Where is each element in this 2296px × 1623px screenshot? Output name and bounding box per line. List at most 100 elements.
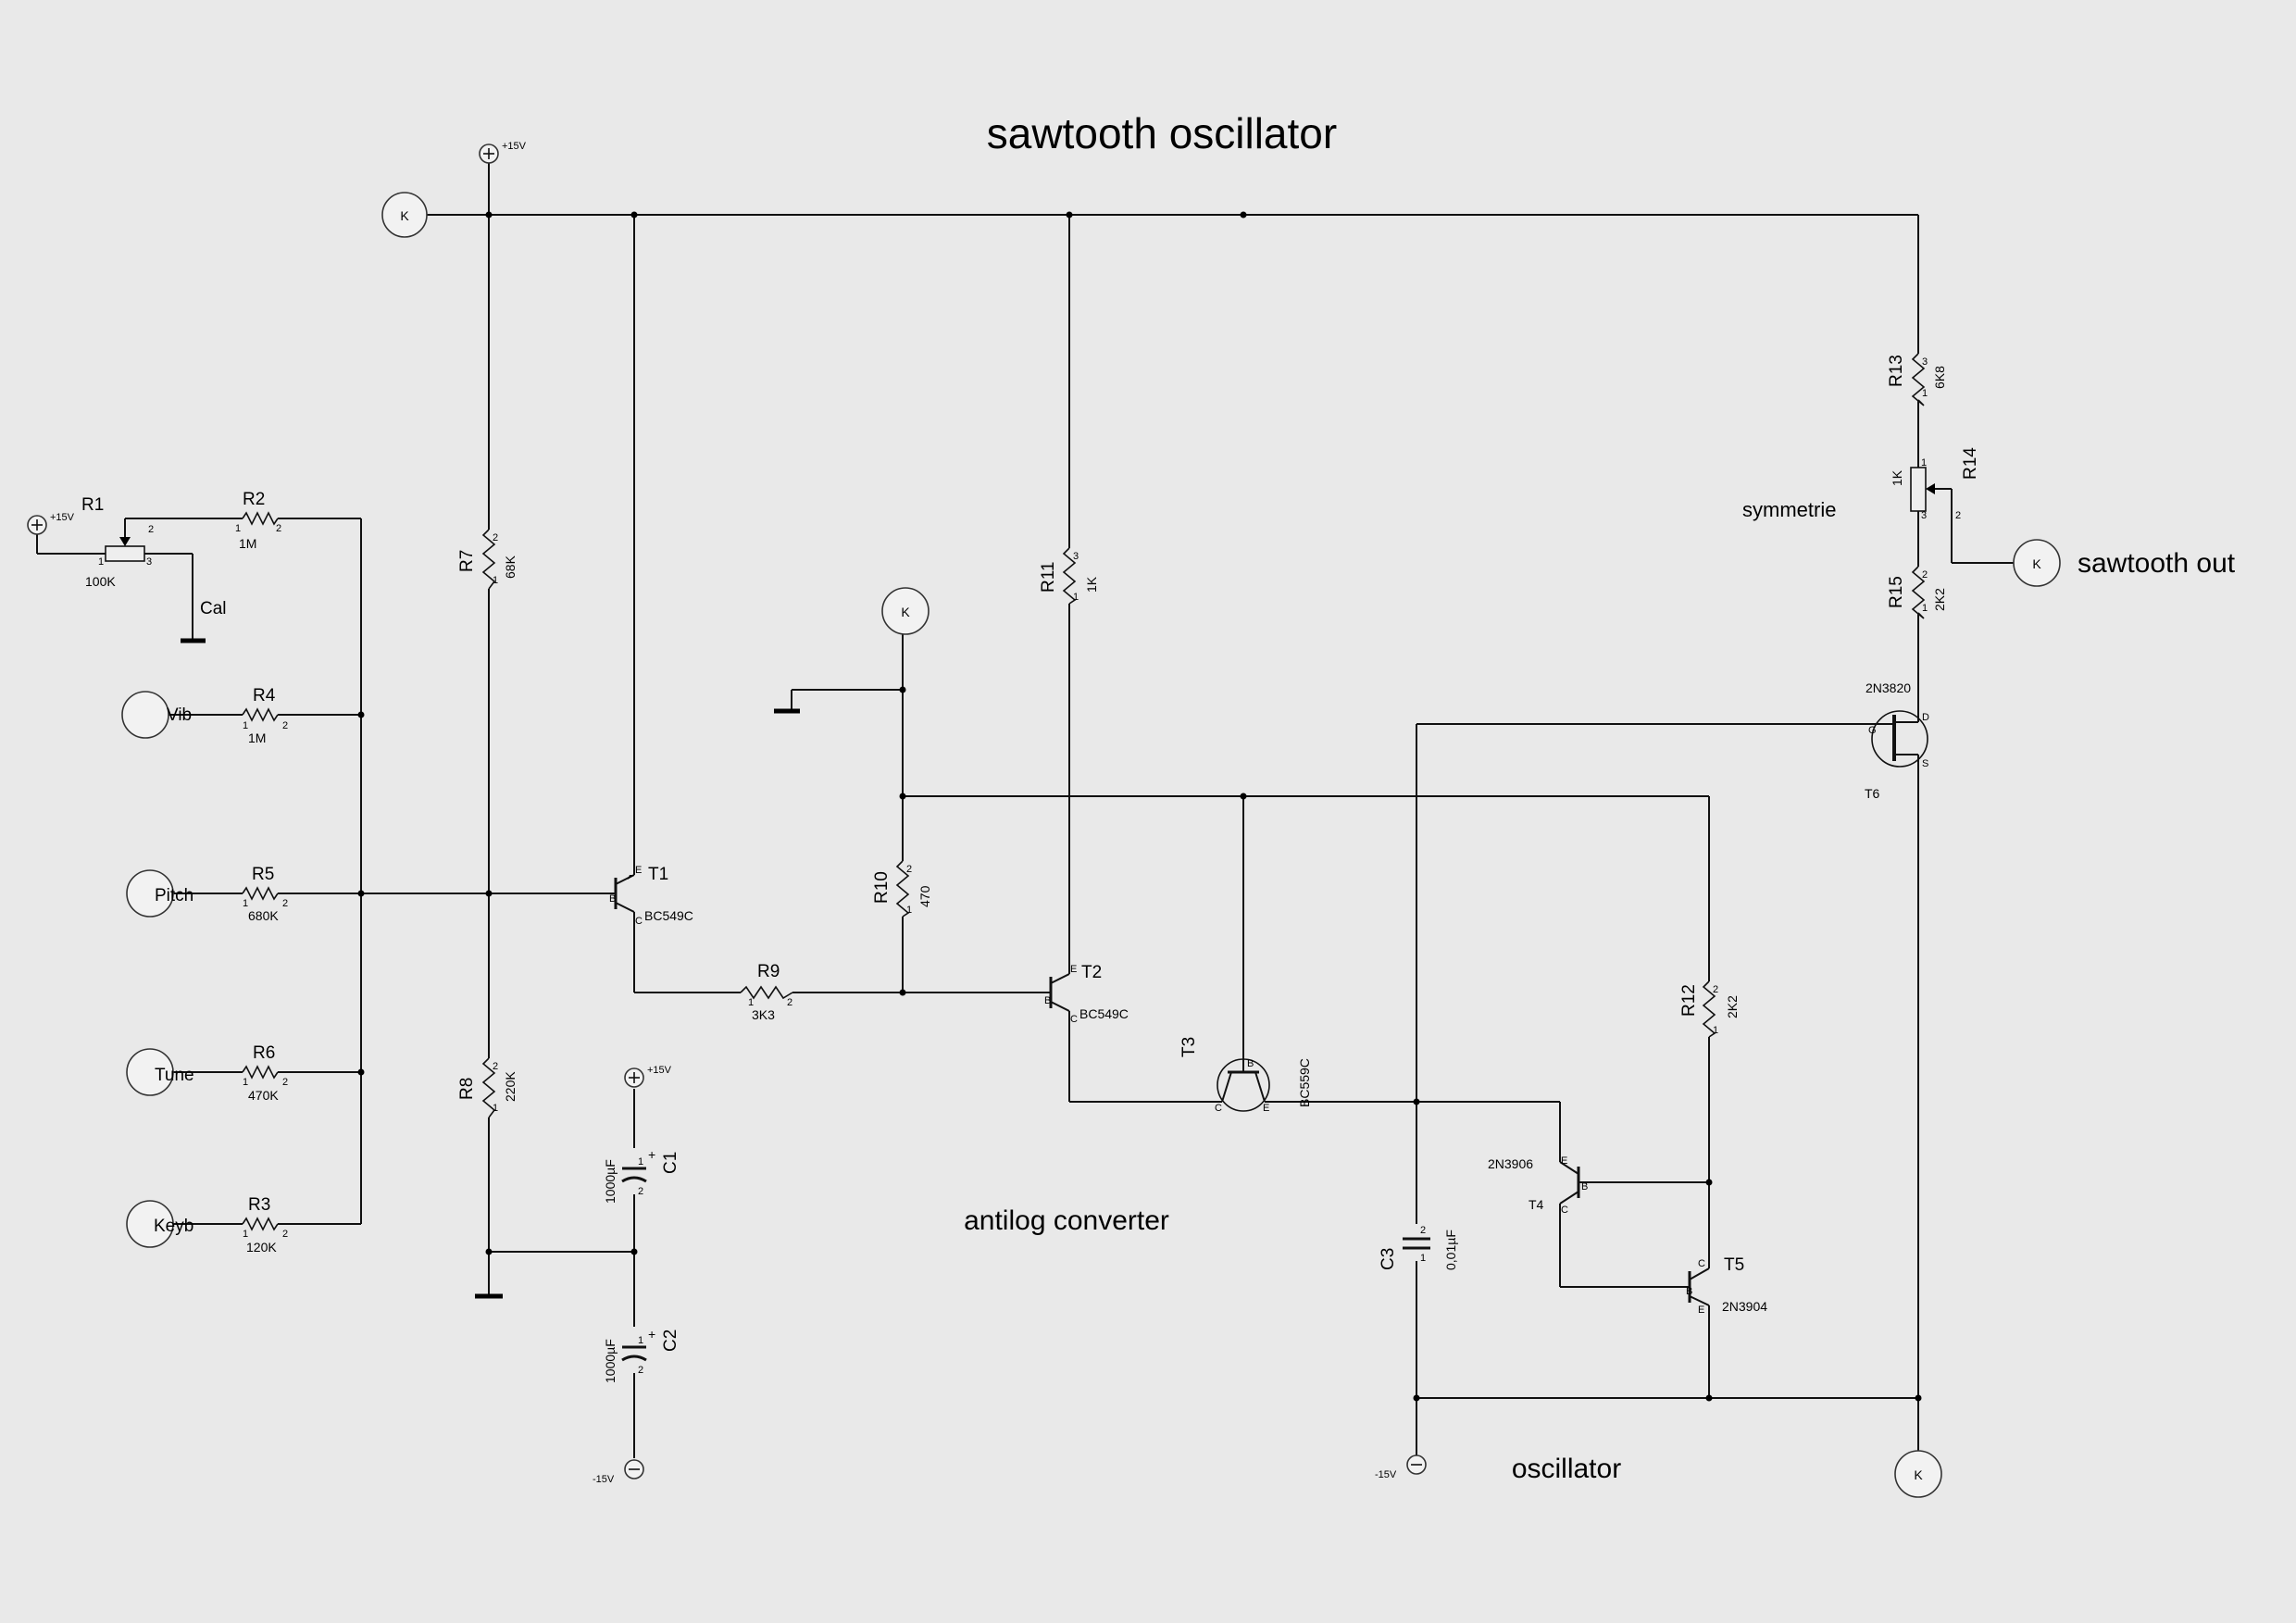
transistor-t2: T2 BC549C E B C [1044,963,1129,1025]
svg-text:R10: R10 [872,871,892,904]
terminal-tune[interactable]: Tune [126,1048,194,1096]
svg-text:C: C [1070,1014,1078,1025]
terminal-sawtooth-out[interactable]: K [2013,539,2061,587]
svg-text:D: D [1922,712,1929,723]
supply-neg-c2: -15V [593,1459,644,1485]
terminal-k-top[interactable]: K [381,192,428,238]
svg-text:+: + [648,1327,655,1342]
svg-text:1: 1 [1713,1025,1718,1036]
transistor-t3: T3 BC559C B C E [1179,1037,1312,1114]
svg-text:E: E [1263,1103,1269,1114]
svg-text:1: 1 [243,720,248,731]
svg-text:1: 1 [1420,1253,1426,1264]
svg-text:1: 1 [98,556,104,568]
capacitor-c3: C3 0,01µF 2 1 [1379,1225,1458,1270]
svg-text:R5: R5 [252,865,274,884]
svg-text:1: 1 [243,1077,248,1088]
svg-text:B: B [1247,1058,1254,1069]
svg-text:1M: 1M [248,730,266,745]
svg-text:BC559C: BC559C [1297,1058,1312,1107]
svg-text:1: 1 [235,523,241,534]
junctions [357,211,1922,1402]
svg-text:R4: R4 [253,686,276,705]
svg-text:1000µF: 1000µF [603,1339,618,1383]
svg-text:1K: 1K [1084,576,1099,593]
svg-text:+15V: +15V [50,512,75,523]
resistor-r4: R4 1M 1 2 [242,686,288,745]
svg-text:3: 3 [146,556,152,568]
ground-symbols [181,638,800,1299]
resistor-r6: R6 470K 1 2 [242,1043,288,1103]
resistor-r9: R9 3K3 1 2 [740,962,793,1022]
svg-text:C: C [1561,1205,1568,1216]
svg-text:R14: R14 [1961,447,1980,480]
transistor-t1: T1 BC549C E B C [609,865,693,927]
svg-text:E: E [1070,964,1077,975]
svg-text:1: 1 [638,1156,643,1167]
svg-text:2: 2 [1955,510,1961,521]
svg-text:-15V: -15V [593,1474,615,1485]
svg-text:3: 3 [1073,551,1079,562]
terminal-k-bottom[interactable]: K [1894,1450,1942,1498]
svg-text:680K: 680K [248,908,279,923]
svg-text:220K: 220K [503,1071,518,1102]
potentiometer-r1: R1 100K 1 3 2 [81,495,154,589]
svg-text:BC549C: BC549C [644,908,693,923]
svg-text:2: 2 [493,1061,498,1072]
svg-text:100K: 100K [85,574,116,589]
svg-text:R6: R6 [253,1043,275,1063]
svg-text:2: 2 [282,1229,288,1240]
capacitor-c2: 1000µF C2 1 + 2 [603,1327,680,1383]
svg-text:T3: T3 [1179,1037,1199,1057]
svg-text:1: 1 [243,898,248,909]
svg-text:C: C [1215,1103,1222,1114]
resistor-r2: R2 1M 1 2 [235,490,281,551]
resistor-r11: R11 1K 3 1 [1039,547,1099,605]
oscillator-label: oscillator [1512,1454,1621,1484]
terminal-pitch[interactable]: Pitch [126,869,193,918]
svg-text:R1: R1 [81,495,104,515]
terminal-vib[interactable]: Vib [121,691,192,739]
svg-text:T6: T6 [1865,786,1880,801]
svg-text:1: 1 [1922,388,1928,399]
terminal-vib-label: Vib [167,705,192,725]
supply-pos-c1: +15V [624,1065,672,1088]
resistor-r5: R5 680K 1 2 [242,865,288,923]
svg-text:2: 2 [1922,569,1928,581]
svg-text:2: 2 [1713,984,1718,995]
symmetry-label: symmetrie [1742,498,1836,521]
svg-text:R11: R11 [1039,562,1058,593]
svg-text:2: 2 [638,1186,643,1197]
svg-text:1: 1 [1073,592,1079,603]
svg-text:1M: 1M [239,536,256,551]
svg-text:1K: 1K [1890,469,1904,486]
resistor-r8: R8 220K 2 1 [457,1057,518,1118]
svg-text:R12: R12 [1679,984,1699,1017]
svg-text:3K3: 3K3 [752,1007,775,1022]
svg-text:C: C [635,916,643,927]
svg-text:2: 2 [282,720,288,731]
wires [36,163,2019,1463]
resistor-r7: R7 68K 2 1 [457,529,518,590]
svg-text:K: K [901,605,910,619]
svg-text:B: B [1044,995,1051,1006]
svg-text:3: 3 [1921,510,1927,521]
supply-neg-c3: -15V [1375,1454,1427,1480]
terminal-k-middle[interactable]: K [881,587,930,635]
svg-text:-15V: -15V [1375,1469,1397,1480]
transistor-t6: 2N3820 T6 G D S [1865,680,1929,801]
svg-text:T2: T2 [1081,963,1102,982]
transistor-t4: 2N3906 T4 E B C [1488,1155,1588,1216]
terminal-keyb-label: Keyb [154,1217,193,1236]
svg-text:C1: C1 [661,1152,680,1174]
svg-text:2N3906: 2N3906 [1488,1156,1533,1171]
svg-text:T5: T5 [1724,1255,1744,1275]
supply-pos-r1: +15V [27,512,75,535]
svg-text:1: 1 [1922,603,1928,614]
terminal-keyb[interactable]: Keyb [126,1200,193,1248]
transistor-t5: T5 2N3904 C B E [1686,1255,1767,1316]
svg-text:0,01µF: 0,01µF [1443,1230,1458,1270]
resistor-r10: R10 470 2 1 [872,860,932,918]
